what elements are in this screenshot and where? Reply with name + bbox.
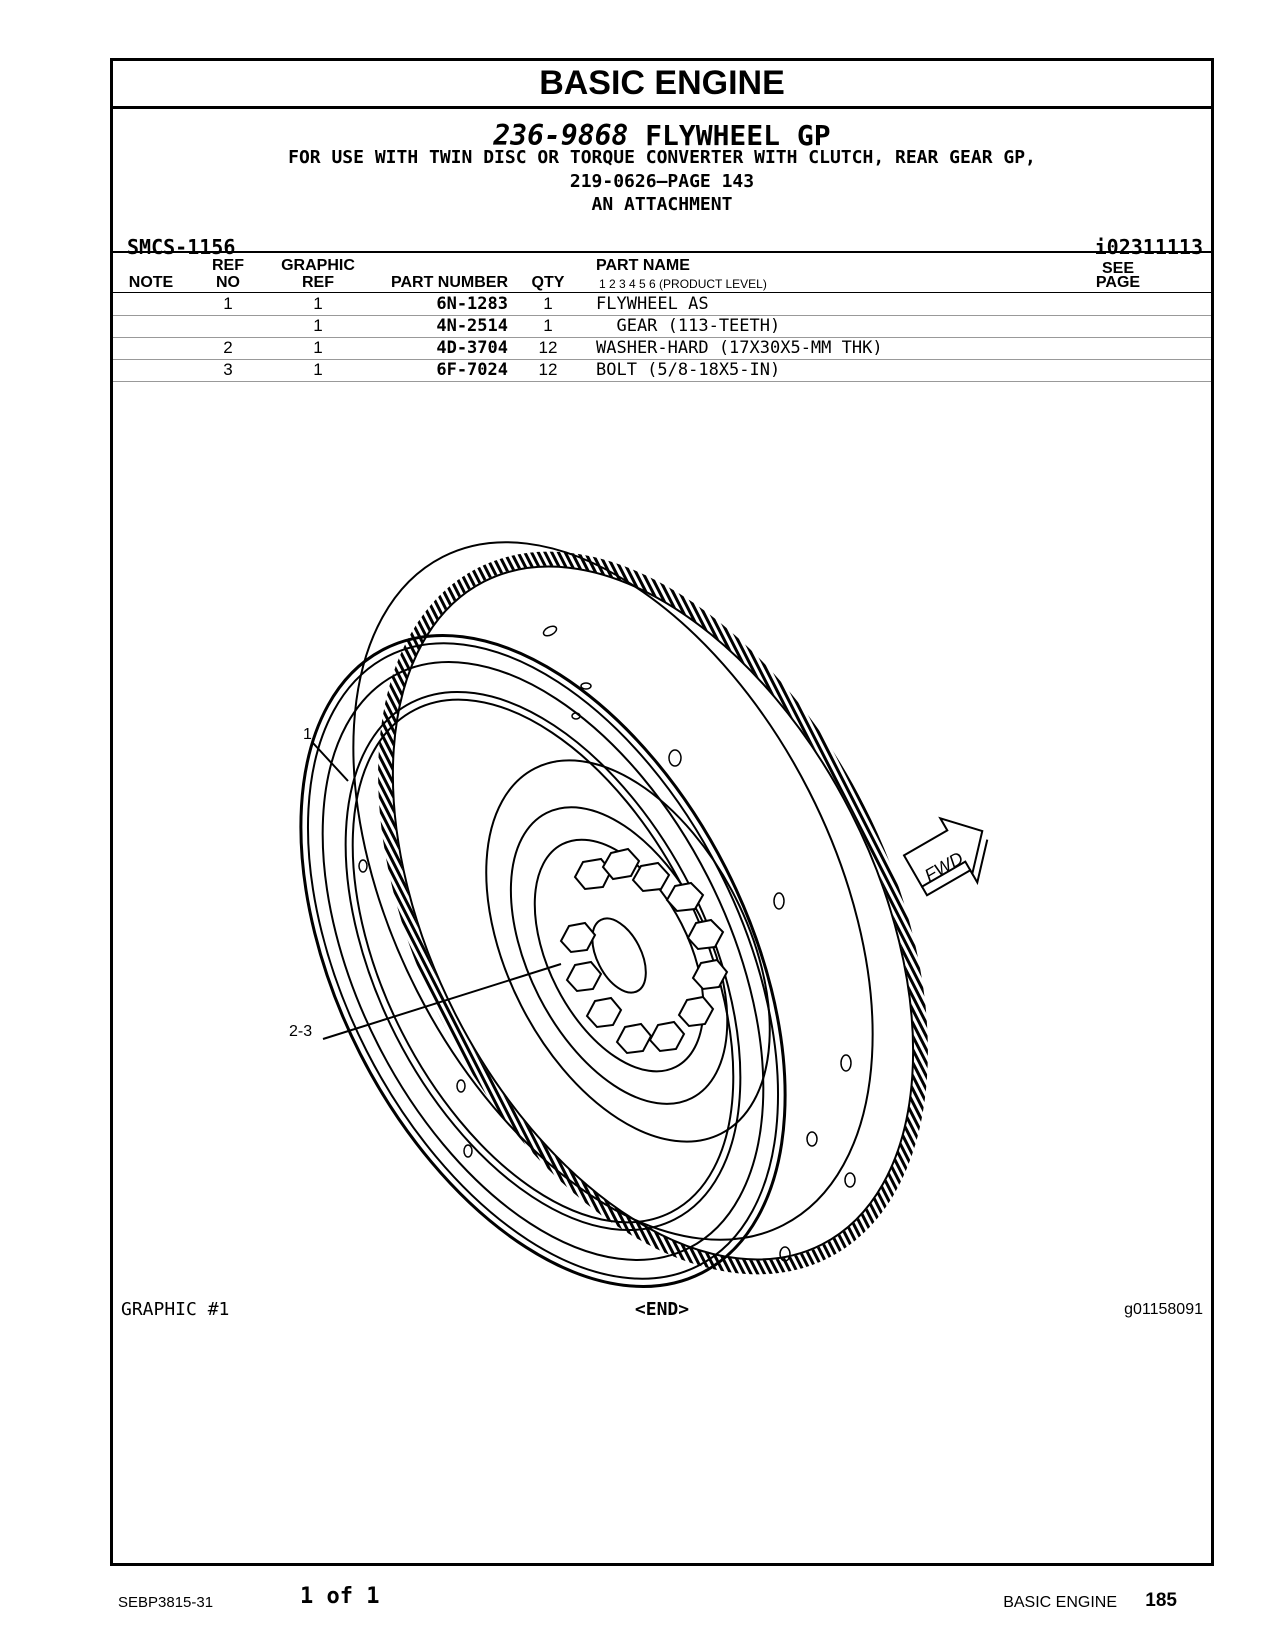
group-title: 236-9868 FLYWHEEL GP: [113, 119, 1211, 152]
row-ref: 2: [223, 338, 233, 357]
page-section: BASIC ENGINE: [1003, 1594, 1117, 1611]
row-graphic: 1: [313, 316, 323, 335]
group-part-number: 236-9868: [493, 119, 629, 152]
info-number: i02311113: [1094, 235, 1203, 259]
graphic-id: g01158091: [1124, 1301, 1203, 1318]
col-part-number: PART NUMBER: [390, 274, 508, 291]
row-qty: 12: [538, 360, 558, 379]
row-divider: [113, 315, 1211, 316]
callout-1: 1: [303, 726, 312, 743]
row-divider: [113, 337, 1211, 338]
group-desc-line3: AN ATTACHMENT: [591, 194, 733, 215]
header-bottom-rule: [113, 292, 1211, 293]
col-qty: QTY: [531, 274, 565, 291]
col-part-name: PART NAME: [596, 257, 690, 274]
bolt-heads: [559, 847, 729, 1055]
row-part-name: FLYWHEEL AS: [596, 294, 709, 314]
group-name: FLYWHEEL GP: [645, 119, 831, 152]
end-label: <END>: [634, 1299, 690, 1320]
col-see-top: SEE: [1101, 260, 1134, 277]
group-desc-line1: FOR USE WITH TWIN DISC OR TORQUE CONVERT…: [288, 147, 1036, 168]
row-graphic: 1: [313, 360, 323, 379]
col-note: NOTE: [128, 274, 174, 291]
row-part-name: GEAR (113-TEETH): [596, 316, 781, 336]
row-ref: 3: [223, 360, 233, 379]
graphic-label: GRAPHIC #1: [121, 1299, 230, 1320]
row-graphic: 1: [313, 294, 323, 313]
row-graphic: 1: [313, 338, 323, 357]
page-frame: BASIC ENGINE 236-9868 FLYWHEEL GP FOR US…: [110, 58, 1214, 1566]
row-ref: 1: [223, 294, 233, 313]
col-ref-top: REF: [212, 257, 244, 274]
col-see-bottom: PAGE: [1095, 274, 1141, 291]
col-product-level: 1 2 3 4 5 6 (PRODUCT LEVEL): [599, 277, 767, 291]
flywheel-illustration: 1 2-3 FWD: [289, 541, 989, 1288]
page-number: 185: [1145, 1590, 1177, 1611]
row-qty: 1: [543, 294, 553, 313]
row-part-number: 6N-1283: [436, 294, 508, 314]
callout-2-3: 2-3: [289, 1023, 312, 1040]
fwd-arrow-icon: [902, 816, 989, 897]
page-of: 1 of 1: [300, 1584, 380, 1609]
row-qty: 12: [538, 338, 558, 357]
flywheel-rim: [299, 634, 787, 1288]
row-divider: [113, 381, 1211, 382]
row-part-number: 6F-7024: [436, 360, 508, 380]
col-graphic-bottom: REF: [302, 274, 334, 291]
col-graphic-top: GRAPHIC: [281, 257, 355, 274]
row-part-name: WASHER-HARD (17X30X5-MM THK): [596, 338, 883, 358]
row-part-number: 4N-2514: [436, 316, 508, 336]
smcs-code: SMCS-1156: [127, 235, 236, 259]
flywheel-hub: [485, 759, 771, 1143]
doc-number: SEBP3815-31: [118, 1594, 214, 1611]
row-divider: [113, 359, 1211, 360]
row-part-number: 4D-3704: [436, 338, 508, 358]
group-desc-line2: 219-0626—PAGE 143: [569, 171, 755, 192]
row-qty: 1: [543, 316, 553, 335]
header-top-rule: [113, 251, 1211, 253]
section-title: BASIC ENGINE: [113, 61, 1211, 109]
col-ref-bottom: NO: [216, 274, 240, 291]
row-part-name: BOLT (5/8-18X5-IN): [596, 360, 781, 380]
